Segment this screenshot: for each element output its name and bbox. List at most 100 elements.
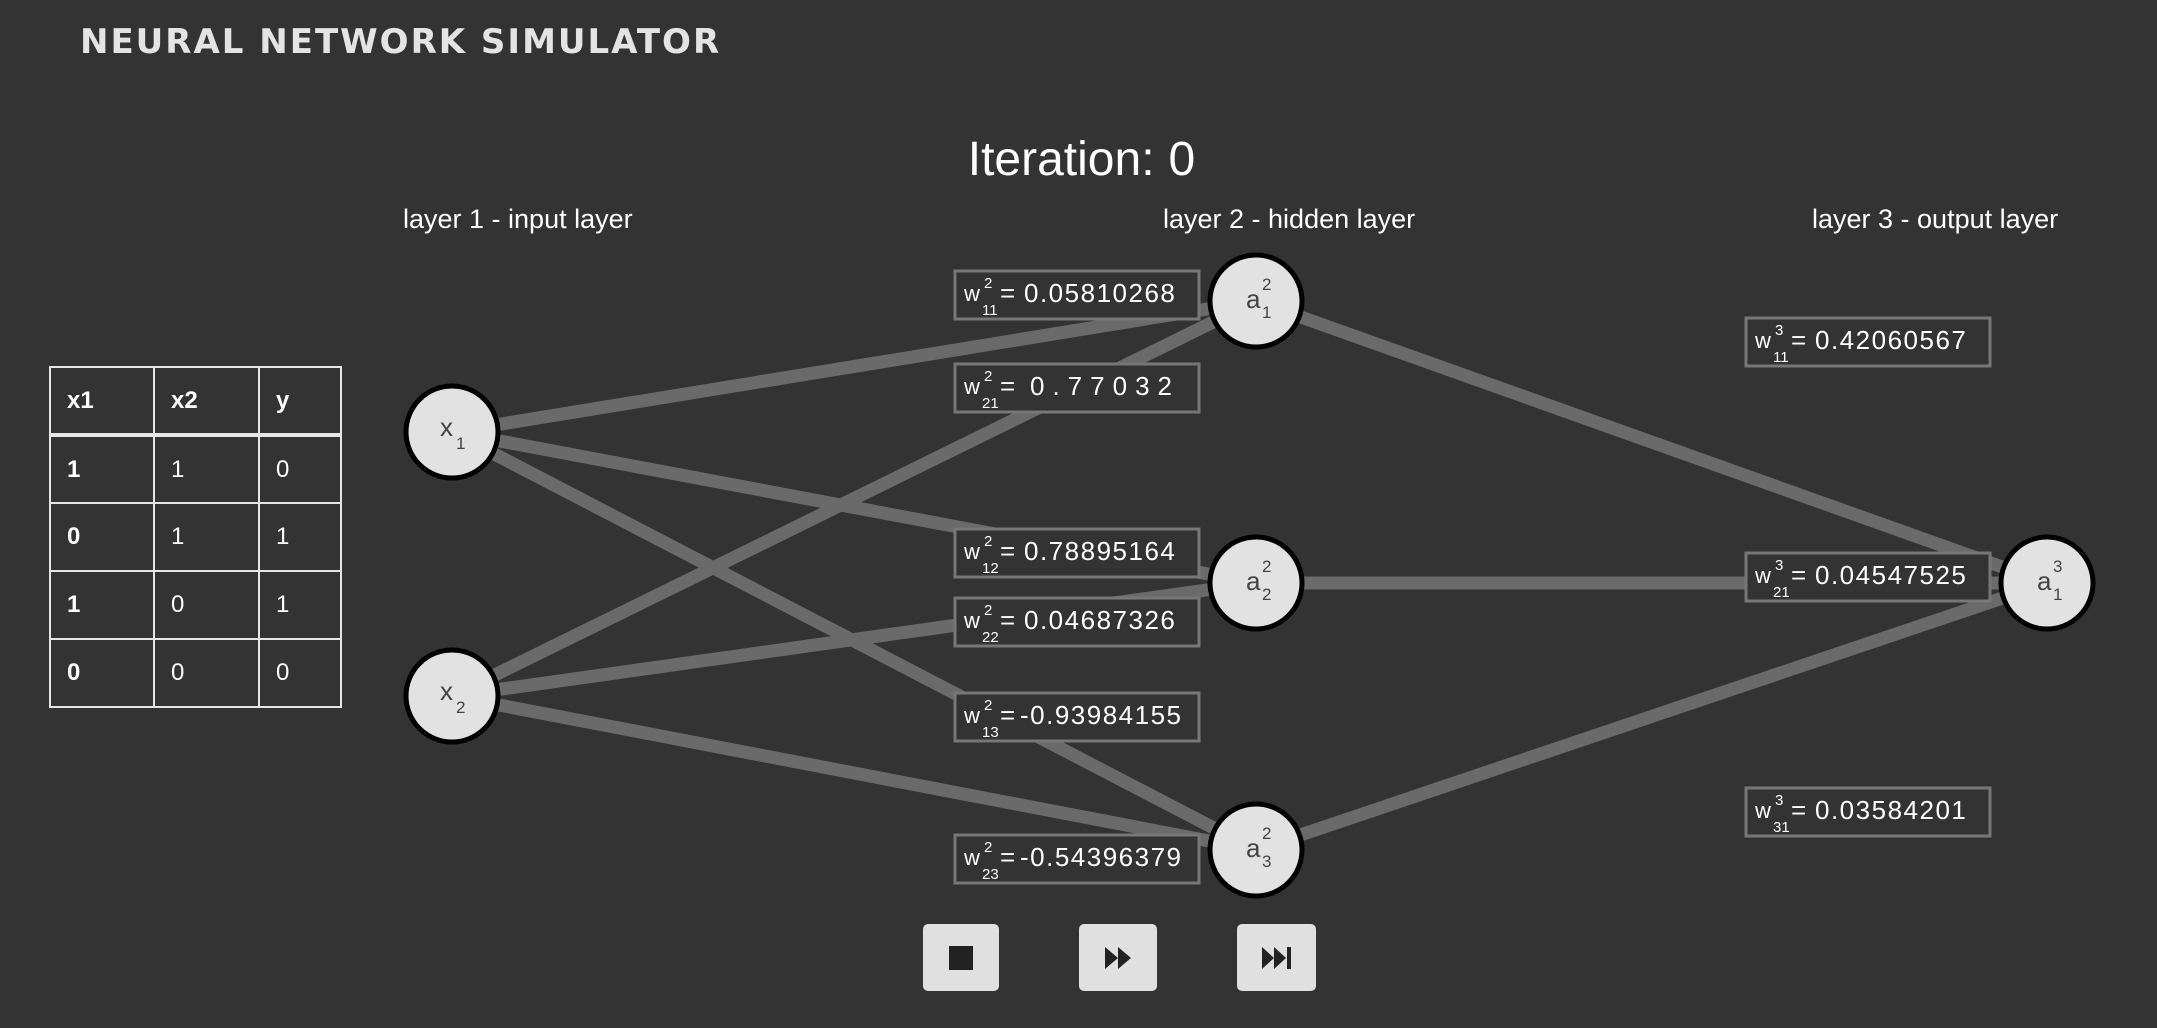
edge-x2-a3 <box>450 689 1258 857</box>
table-cell: 1 <box>49 570 155 640</box>
table-cell: 1 <box>258 502 342 572</box>
weight-sub: 11 <box>982 302 998 319</box>
weight-symbol: w <box>1754 328 1771 353</box>
weight-sub: 12 <box>982 560 999 577</box>
node-sup: 2 <box>1262 824 1271 843</box>
hidden-node-a1: a 2 1 <box>1207 252 1305 350</box>
weight-value: 0.04547525 <box>1815 560 1967 590</box>
app-title: Neural Network Simulator <box>80 22 722 62</box>
weight-value: 0.78895164 <box>1024 536 1176 566</box>
input-node-x2: x 2 <box>403 647 501 745</box>
node-symbol: a <box>1246 566 1261 596</box>
weight-sub: 22 <box>982 629 999 646</box>
table-cell: 1 <box>49 434 155 504</box>
node-sub: 2 <box>1262 585 1271 604</box>
table-row: 1 0 1 <box>49 570 342 640</box>
weight-eq: = <box>1000 842 1017 872</box>
iteration-label: Iteration: <box>967 133 1155 186</box>
weight-box-w2-12: w 2 12 = 0.78895164 <box>953 527 1201 579</box>
node-sup: 3 <box>2053 557 2062 576</box>
table-row: 1 1 0 <box>49 434 342 504</box>
weight-sup: 2 <box>984 368 992 385</box>
weight-symbol: w <box>963 539 980 564</box>
weight-symbol: w <box>963 703 980 728</box>
weight-symbol: w <box>963 374 980 399</box>
weight-symbol: w <box>1754 563 1771 588</box>
weight-sup: 2 <box>984 275 992 292</box>
node-sub: 2 <box>456 698 465 717</box>
weight-sub: 21 <box>982 395 999 412</box>
weight-box-w2-22: w 2 22 = 0.04687326 <box>953 596 1201 648</box>
table-cell: 1 <box>153 502 260 572</box>
weight-sup: 2 <box>984 839 992 856</box>
weight-box-w2-21: w 2 21 = 0.77032 <box>953 362 1201 414</box>
weight-eq: = <box>1000 536 1017 566</box>
node-sup: 2 <box>1262 557 1271 576</box>
weight-sup: 3 <box>1775 322 1783 339</box>
layer-3-label: layer 3 - output layer <box>1812 204 2059 234</box>
hidden-node-a2: a 2 2 <box>1207 534 1305 632</box>
weight-box-w3-21: w 3 21 = 0.04547525 <box>1744 551 1992 603</box>
weight-sup: 2 <box>984 697 992 714</box>
node-sub: 1 <box>456 434 465 453</box>
node-sub: 3 <box>1262 852 1271 871</box>
table-cell: 0 <box>49 638 155 708</box>
table-cell: 1 <box>258 570 342 640</box>
weight-symbol: w <box>963 281 980 306</box>
weight-sub: 13 <box>982 724 999 741</box>
weight-symbol: w <box>963 608 980 633</box>
node-sub: 1 <box>2053 585 2062 604</box>
weight-box-w2-11: w 2 11 = 0.05810268 <box>953 269 1201 321</box>
step-forward-button[interactable] <box>1079 924 1157 991</box>
weight-value: -0.93984155 <box>1020 700 1183 730</box>
node-sup: 2 <box>1262 275 1271 294</box>
iteration-value: 0 <box>1168 133 1196 186</box>
weight-box-w3-11: w 3 11 = 0.42060567 <box>1744 316 1992 368</box>
weight-box-w3-31: w 3 31 = 0.03584201 <box>1744 786 1992 838</box>
iteration-counter: Iteration:0 <box>0 132 2157 187</box>
weight-symbol: w <box>1754 798 1771 823</box>
hidden-node-a3: a 2 3 <box>1207 801 1305 899</box>
table-cell: 0 <box>258 434 342 504</box>
column-header-y: y <box>258 366 342 437</box>
node-symbol: a <box>1246 284 1261 314</box>
table-cell: 0 <box>153 570 260 640</box>
weight-sub: 23 <box>982 866 999 883</box>
weight-sup: 2 <box>984 602 992 619</box>
fast-forward-icon <box>1105 946 1131 969</box>
edge-a1-out <box>1253 294 2050 590</box>
node-sub: 1 <box>1262 303 1271 322</box>
layer-2-label: layer 2 - hidden layer <box>1163 204 1416 234</box>
weight-eq: = <box>1791 560 1808 590</box>
table-cell: 0 <box>258 638 342 708</box>
weight-value: 0.03584201 <box>1815 795 1967 825</box>
weight-sub: 21 <box>1773 584 1790 601</box>
weight-eq: = <box>1000 371 1017 401</box>
edge-x1-a1 <box>450 294 1258 439</box>
skip-to-end-icon <box>1261 946 1291 969</box>
table-row: 0 1 1 <box>49 502 342 572</box>
weight-sup: 3 <box>1775 792 1783 809</box>
weight-value: 0.42060567 <box>1815 325 1967 355</box>
weight-symbol: w <box>963 845 980 870</box>
weight-eq: = <box>1791 795 1808 825</box>
node-symbol: x <box>440 676 453 706</box>
weight-value: 0.05810268 <box>1024 278 1176 308</box>
table-cell: 0 <box>153 638 260 708</box>
weight-value: 0.04687326 <box>1024 605 1176 635</box>
stop-button[interactable] <box>923 924 999 991</box>
weight-value: 0.77032 <box>1030 371 1180 401</box>
weight-eq: = <box>1000 278 1017 308</box>
weight-eq: = <box>1791 325 1808 355</box>
weight-sup: 2 <box>984 533 992 550</box>
node-symbol: a <box>2037 566 2052 596</box>
skip-to-end-button[interactable] <box>1237 924 1316 991</box>
column-header-x2: x2 <box>153 366 260 437</box>
output-node-a1: a 3 1 <box>1998 534 2096 632</box>
column-header-x1: x1 <box>49 366 155 437</box>
table-cell: 1 <box>153 434 260 504</box>
node-symbol: x <box>440 412 453 442</box>
weight-eq: = <box>1000 700 1017 730</box>
